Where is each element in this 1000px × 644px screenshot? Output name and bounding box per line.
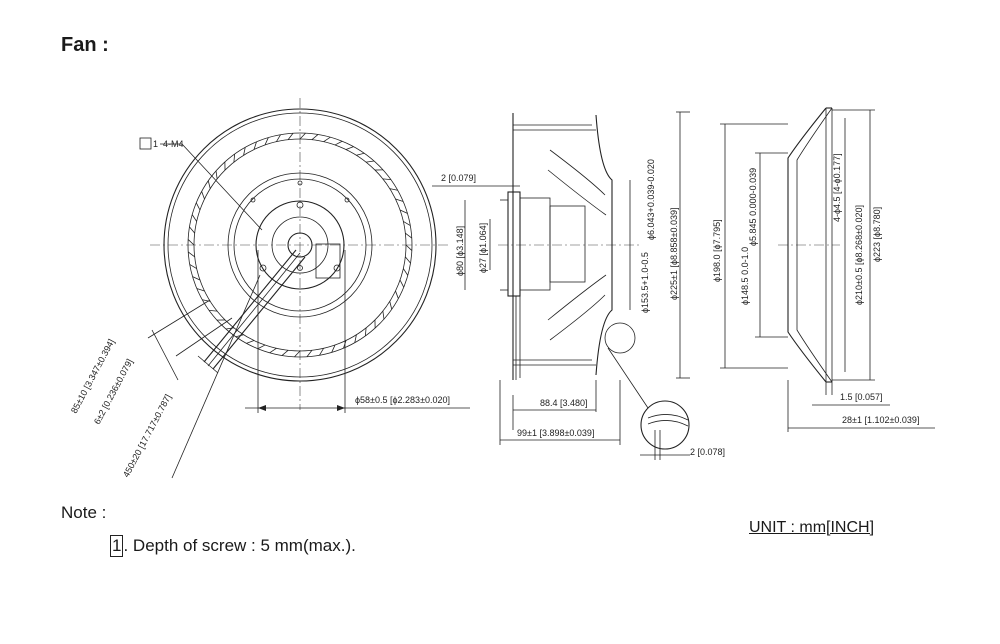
- diameter-153-label: ϕ153.5+1.0-0.5: [640, 252, 650, 313]
- flange-thickness-label: 2 [0.079]: [441, 173, 476, 183]
- length-88-label: 88.4 [3.480]: [540, 398, 588, 408]
- lead-length-450-label: 450±20 [17.717±0.787]: [121, 393, 173, 479]
- note-heading: Note :: [61, 503, 107, 522]
- diameter-198-label: ϕ198.0 [ϕ7.795]: [712, 219, 722, 282]
- page-title: Fan :: [61, 34, 109, 56]
- diameter-80-label: ϕ80 [ϕ3.148]: [455, 226, 465, 276]
- detail-gap-label: 2 [0.078]: [690, 447, 725, 457]
- screw-callout-number: 1: [153, 139, 158, 149]
- unit-label: UNIT : mm[INCH]: [749, 519, 875, 536]
- note-item-number: 1: [110, 535, 124, 557]
- mounting-holes-label: 4-ϕ4.5 [4-ϕ0.177]: [832, 153, 842, 222]
- diameter-148-inch-label: ϕ5.845 0.000-0.039: [748, 168, 758, 246]
- screw-callout-label: 4-M4: [163, 139, 184, 149]
- diameter-148-label: ϕ148.5 0.0-1.0: [740, 247, 750, 305]
- length-99-label: 99±1 [3.898±0.039]: [517, 428, 594, 438]
- diameter-27-label: ϕ27 [ϕ1.064]: [478, 223, 488, 273]
- depth-28-label: 28±1 [1.102±0.039]: [842, 415, 919, 425]
- hub-diameter-label: ϕ58±0.5 [ϕ2.283±0.020]: [355, 395, 450, 405]
- note-item-text: . Depth of screw : 5 mm(max.).: [123, 536, 356, 555]
- note-item: 1. Depth of screw : 5 mm(max.).: [110, 535, 356, 557]
- right-view: [720, 107, 935, 432]
- diameter-153-inch-label: ϕ6.043+0.039-0.020: [646, 159, 656, 240]
- diameter-225-label: ϕ225±1 [ϕ8.858±0.039]: [669, 207, 679, 300]
- thickness-1-5-label: 1.5 [0.057]: [840, 392, 883, 402]
- diameter-210-label: ϕ210±0.5 [ϕ8.268±0.020]: [854, 205, 864, 305]
- diameter-223-label: ϕ223 [ϕ8.780]: [872, 207, 882, 262]
- side-view: [432, 111, 690, 460]
- front-view: [139, 98, 470, 479]
